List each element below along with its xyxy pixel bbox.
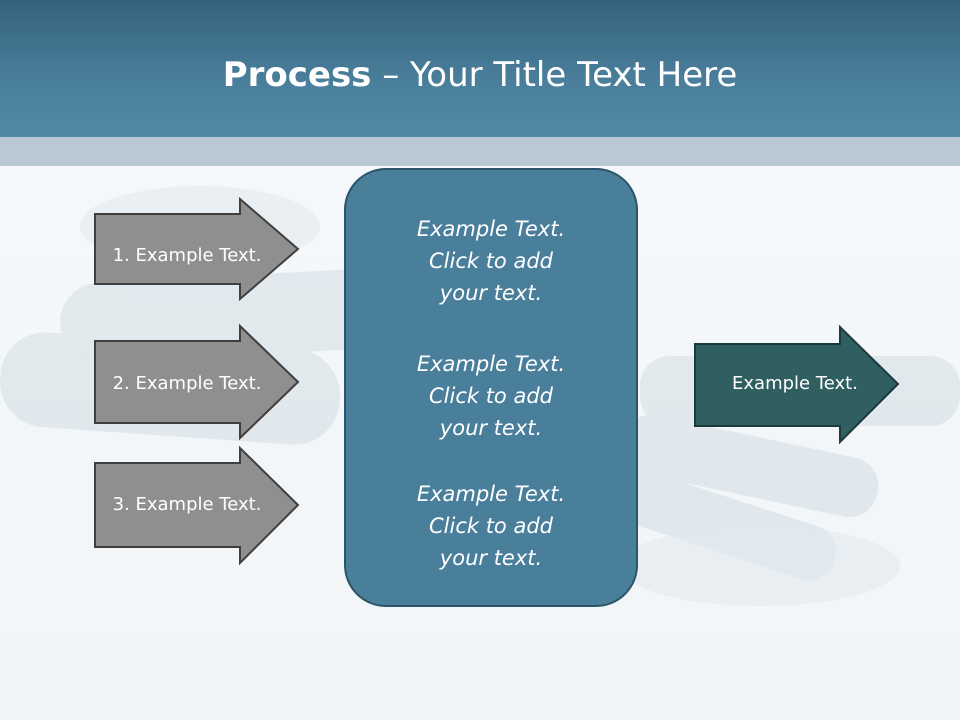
center-box bbox=[344, 168, 638, 607]
slide-title: Process – Your Title Text Here bbox=[0, 52, 960, 98]
center-block-1: Example Text. Click to add your text. bbox=[344, 213, 638, 309]
center-block-2: Example Text. Click to add your text. bbox=[344, 348, 638, 444]
header-bar bbox=[0, 0, 960, 137]
center-block-2-line-2: Click to add bbox=[428, 384, 553, 408]
center-block-1-line-1: Example Text. bbox=[416, 217, 566, 241]
left-arrow-2-label: 2. Example Text. bbox=[112, 373, 262, 394]
left-arrow-1 bbox=[94, 196, 300, 302]
center-block-3-line-3: your text. bbox=[439, 546, 543, 570]
right-arrow bbox=[694, 324, 900, 445]
center-block-1-line-2: Click to add bbox=[428, 249, 553, 273]
title-bold: Process bbox=[222, 55, 372, 95]
left-arrow-1-label: 1. Example Text. bbox=[112, 245, 262, 266]
left-arrow-3-label: 3. Example Text. bbox=[112, 494, 262, 515]
center-block-3: Example Text. Click to add your text. bbox=[344, 478, 638, 574]
center-block-2-line-1: Example Text. bbox=[416, 352, 566, 376]
header-strip bbox=[0, 137, 960, 166]
center-block-3-line-1: Example Text. bbox=[416, 482, 566, 506]
center-block-3-line-2: Click to add bbox=[428, 514, 553, 538]
left-arrow-2 bbox=[94, 323, 300, 441]
center-block-1-line-3: your text. bbox=[439, 281, 543, 305]
left-arrow-3 bbox=[94, 445, 300, 566]
title-rest: – Your Title Text Here bbox=[371, 55, 738, 95]
right-arrow-label: Example Text. bbox=[732, 373, 858, 394]
center-block-2-line-3: your text. bbox=[439, 416, 543, 440]
